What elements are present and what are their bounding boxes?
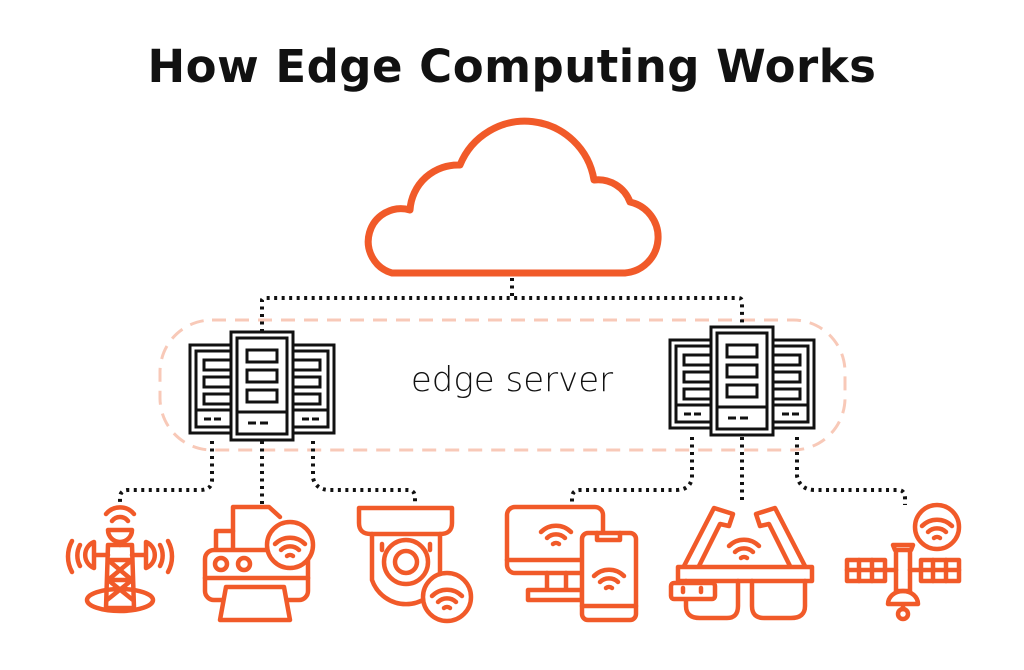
- cell-tower-icon: [65, 505, 175, 614]
- server-rack-icon: [668, 325, 816, 437]
- satellite-icon: [844, 502, 962, 622]
- edge-server-label: edge server: [410, 360, 614, 400]
- edge-server-zone: [158, 318, 847, 452]
- cloud-icon: [364, 117, 662, 277]
- computer-phone-icon: [504, 504, 639, 623]
- security-camera-icon: [356, 505, 474, 624]
- smart-glasses-icon: [668, 505, 815, 621]
- page-title: How Edge Computing Works: [147, 40, 877, 93]
- network-connections: [118, 278, 907, 505]
- server-rack-icon: [188, 330, 336, 442]
- wifi-printer-icon: [202, 504, 316, 623]
